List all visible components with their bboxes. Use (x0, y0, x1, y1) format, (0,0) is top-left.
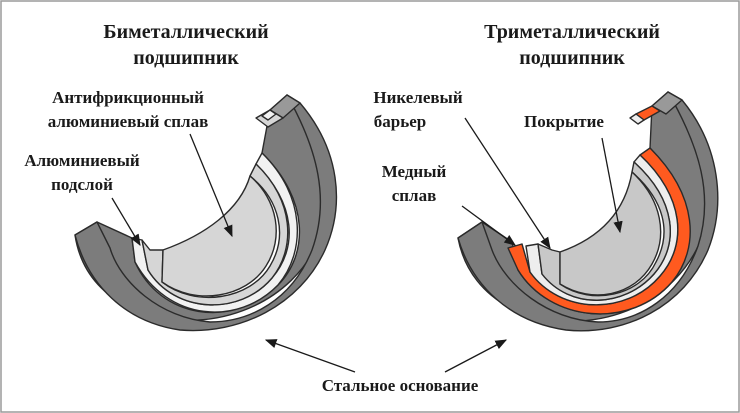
label-antifriction-line1: Антифрикционный (52, 88, 204, 107)
right-inner-bore (559, 171, 662, 296)
trimetallic-bearing-shell (457, 91, 719, 332)
label-nickel-barrier-line2: барьер (374, 112, 426, 131)
bimetallic-bearing-shell (74, 94, 338, 332)
label-copper-alloy-line2: сплав (392, 186, 437, 205)
leader-steel-base-right (444, 339, 508, 373)
left-title-line1: Биметаллический (103, 21, 268, 43)
leader-antifriction (189, 133, 233, 238)
label-aluminum-sublayer-line2: подслой (51, 175, 113, 194)
label-coating: Покрытие (524, 112, 604, 131)
leader-nickel-barrier (464, 117, 551, 249)
label-copper-alloy-line1: Медный (382, 162, 447, 181)
left-inner-bore (161, 175, 277, 297)
right-top-steel-face (651, 91, 683, 115)
right-coating-surface (537, 161, 671, 301)
leader-aluminum-sublayer (111, 197, 141, 247)
leader-copper-alloy (461, 205, 516, 246)
label-aluminum-sublayer-line1: Алюминиевый (24, 151, 140, 170)
right-title-line1: Триметаллический (484, 21, 660, 43)
leader-coating (601, 137, 623, 234)
right-top-nickel-face (629, 113, 645, 125)
label-steel-base: Стальное основание (322, 376, 479, 395)
left-title-line2: подшипник (133, 47, 239, 69)
leader-steel-base-left (264, 339, 356, 373)
label-antifriction-line2: алюминиевый сплав (48, 112, 209, 131)
left-top-sublayer-face (261, 109, 277, 121)
right-title-line2: подшипник (519, 47, 625, 69)
left-antifriction-surface (141, 163, 289, 306)
label-nickel-barrier-line1: Никелевый (373, 88, 462, 107)
